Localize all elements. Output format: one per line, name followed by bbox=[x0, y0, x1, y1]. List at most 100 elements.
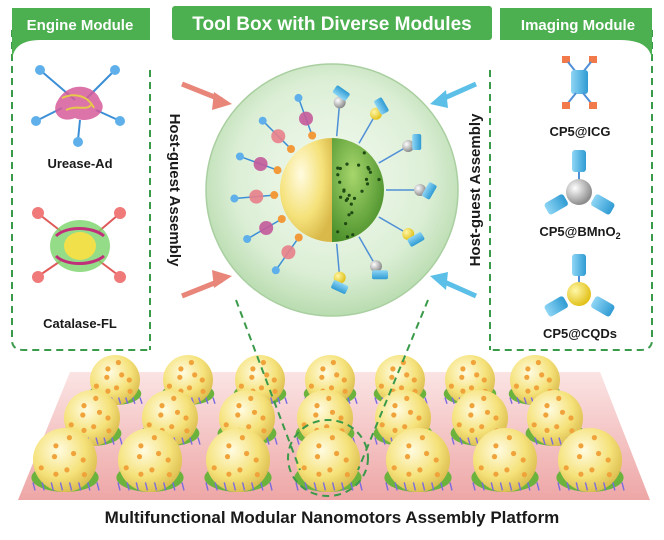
surface-bristle bbox=[172, 482, 176, 491]
enzyme-dot bbox=[407, 409, 414, 415]
enzyme-dot bbox=[146, 422, 152, 428]
enzyme-dot bbox=[569, 428, 575, 434]
enzyme-dot bbox=[411, 377, 417, 383]
surface-bristle bbox=[523, 397, 527, 404]
enzyme-dot bbox=[424, 450, 430, 457]
enzyme-dot bbox=[578, 471, 584, 477]
arrow-right-top bbox=[430, 81, 478, 108]
surface-dot bbox=[377, 177, 381, 182]
surface-dot bbox=[336, 173, 340, 177]
surface-bristle bbox=[205, 482, 209, 491]
enzyme-dot bbox=[91, 424, 97, 430]
enzyme bbox=[281, 245, 296, 260]
surface-bristle bbox=[394, 482, 398, 491]
enzyme-dot bbox=[226, 471, 232, 477]
enzyme-dot bbox=[166, 472, 172, 478]
enzyme-dot bbox=[338, 415, 344, 421]
surface-dot bbox=[352, 196, 357, 200]
surface-bristle bbox=[499, 482, 504, 491]
enzyme-dot bbox=[546, 377, 552, 383]
enzyme-dot bbox=[71, 450, 77, 457]
enzyme-dot bbox=[390, 366, 396, 372]
surface-dot bbox=[345, 197, 350, 201]
enzyme bbox=[253, 157, 268, 172]
imaging-core bbox=[402, 140, 415, 152]
enzyme-dot bbox=[261, 428, 267, 434]
enzyme-dot bbox=[199, 377, 205, 383]
catalase-fl-molecule bbox=[32, 207, 126, 283]
surface-bristle bbox=[214, 482, 218, 491]
surface-bristle bbox=[41, 482, 45, 491]
surface-dot bbox=[364, 177, 369, 181]
enzyme-dot bbox=[539, 372, 545, 378]
surface-bristle bbox=[467, 437, 471, 445]
surface-bristle bbox=[68, 482, 73, 491]
surface-dot bbox=[336, 166, 340, 170]
arrow-right-bottom bbox=[430, 272, 478, 299]
imaging-core bbox=[333, 271, 346, 284]
enzyme-dot bbox=[378, 383, 384, 389]
surface-dot bbox=[345, 162, 349, 166]
enzyme-dot bbox=[80, 412, 86, 418]
enzyme-dot bbox=[524, 374, 530, 380]
catalase-fl-label: Catalase-FL bbox=[43, 316, 117, 331]
enzyme-dot bbox=[493, 415, 499, 421]
enzyme-dot bbox=[251, 409, 258, 415]
enzyme-dot bbox=[506, 435, 512, 441]
enzyme-dot bbox=[174, 409, 181, 415]
enzyme-dot bbox=[606, 472, 613, 478]
enzyme-dot bbox=[391, 465, 397, 471]
surface-bristle bbox=[341, 482, 345, 491]
enzyme-dot bbox=[178, 366, 184, 372]
enzyme-dot bbox=[260, 359, 266, 366]
enzyme-dot bbox=[556, 395, 562, 401]
enzyme-dot bbox=[200, 388, 206, 394]
imaging-module-panel bbox=[489, 30, 653, 351]
zoom-line-left bbox=[235, 299, 301, 471]
title-banner bbox=[172, 6, 492, 40]
surface-bristle bbox=[374, 397, 378, 404]
surface-bristle bbox=[412, 482, 417, 491]
enzyme-dot bbox=[468, 412, 474, 418]
surface-dot bbox=[350, 211, 354, 215]
enzyme-dot bbox=[460, 366, 466, 372]
nanomotor-particle bbox=[118, 428, 182, 492]
surface-bristle bbox=[354, 397, 358, 404]
enzyme-dot bbox=[404, 372, 410, 378]
enzyme-dot bbox=[554, 424, 560, 430]
enzyme-dot bbox=[151, 435, 157, 441]
enzyme-dot bbox=[68, 422, 74, 428]
enzyme-dot bbox=[460, 388, 466, 394]
arrow-left-bottom bbox=[181, 270, 232, 299]
enzyme-dot bbox=[236, 403, 242, 409]
enzyme-dot bbox=[379, 422, 385, 428]
urease-ad-molecule bbox=[31, 65, 125, 147]
surface-bristle bbox=[313, 482, 317, 491]
surface-bristle bbox=[232, 482, 237, 491]
surface-bristle bbox=[205, 397, 209, 404]
enzyme-dot bbox=[246, 424, 252, 430]
engine-module-heading: Engine Module bbox=[27, 17, 134, 34]
surface-bristle bbox=[251, 482, 255, 491]
anchor bbox=[308, 131, 317, 140]
enzyme-dot bbox=[158, 412, 164, 418]
surface-bristle bbox=[558, 437, 562, 445]
enzyme-dot bbox=[183, 415, 189, 421]
surface-bristle bbox=[274, 437, 278, 445]
anchor bbox=[273, 166, 282, 175]
imaging-module-heading: Imaging Module bbox=[521, 17, 635, 34]
surface-bristle bbox=[440, 482, 444, 491]
enzyme-dot bbox=[329, 409, 336, 415]
surface-bristle bbox=[132, 397, 136, 404]
surface-bristle bbox=[451, 397, 455, 404]
enzyme-dot bbox=[226, 443, 232, 449]
enzyme-dot bbox=[493, 443, 499, 449]
enzyme-dot bbox=[66, 435, 72, 441]
surface-bristle bbox=[621, 482, 625, 491]
enzyme-dot bbox=[406, 443, 412, 449]
arrow-left-top bbox=[181, 81, 232, 110]
surface-bristle bbox=[117, 482, 121, 491]
anchor bbox=[270, 191, 279, 200]
surface-bristle bbox=[163, 482, 167, 491]
